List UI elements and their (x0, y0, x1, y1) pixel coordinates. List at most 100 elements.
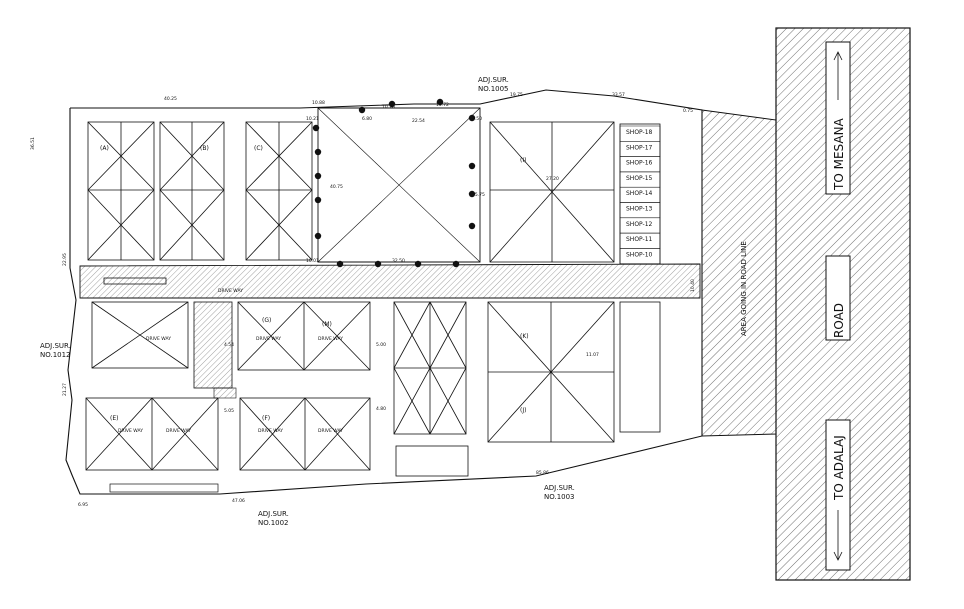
dimension-west: 36.51 (30, 137, 36, 150)
dimension-center: 32.50 (392, 258, 405, 264)
internal-road (79, 263, 701, 299)
block-center-bottom (393, 301, 469, 477)
adjacent-survey-southeast: NO.1003 (544, 493, 575, 501)
tree-icon (314, 196, 322, 204)
driveway-label: DRIVE WAY (318, 428, 343, 434)
dimension-plot: 15.75 (472, 192, 485, 198)
dimension-south: 47.06 (232, 498, 245, 504)
driveway-label: DRIVE WAY (256, 336, 281, 342)
adjacent-survey-south: NO.1002 (258, 519, 289, 527)
shop-label: SHOP-10 (626, 251, 653, 258)
tree-icon (336, 260, 344, 268)
unit-letter: (M) (322, 321, 332, 328)
tree-icon (414, 260, 422, 268)
adjacent-survey-west: NO.1012 (40, 351, 71, 359)
dimension-north: 40.25 (164, 96, 177, 102)
tree-icon (314, 232, 322, 240)
adjacent-survey-southeast: ADJ.SUR. (544, 484, 575, 492)
unit-letter: (F) (262, 415, 270, 422)
tree-icon (388, 100, 396, 108)
dimension-west: 22.95 (62, 253, 68, 266)
dimension-north: 10.70 (382, 104, 395, 110)
driveway-label: DRIVE WAY (166, 428, 191, 434)
shop-label: SHOP-14 (626, 190, 653, 197)
adjacent-survey-north: ADJ.SUR. (478, 76, 509, 84)
tree-icon (436, 98, 444, 106)
dimension-west: 21.27 (62, 383, 68, 396)
driveway-label: DRIVE WAY (146, 336, 171, 342)
entry-box-1 (103, 277, 167, 285)
unit-letter: (J) (520, 407, 526, 414)
road-setback-label: AREA GOING IN ROAD LINE (740, 241, 748, 336)
tree-icon (312, 124, 320, 132)
dimension-north: 10.88 (312, 100, 325, 106)
block-bottom-left (85, 301, 219, 471)
tree-icon (452, 260, 460, 268)
road-to-north-label: TO MESANA (832, 117, 846, 191)
driveway-label: DRIVE WAY (218, 288, 243, 294)
shop-label: SHOP-11 (626, 236, 653, 243)
shop-label: SHOP-18 (626, 129, 653, 136)
shop-label: SHOP-17 (626, 144, 653, 151)
dimension-north: 0.75 (683, 108, 693, 114)
dimension-plot: 10.21 (306, 116, 319, 122)
dimension-plot: 8.50 (472, 116, 482, 122)
unit-letter: (C) (254, 145, 263, 152)
site-boundary (65, 89, 703, 495)
shop-label: SHOP-13 (626, 206, 653, 213)
road-label-box-middle (825, 255, 851, 341)
tree-icon (468, 190, 476, 198)
arrow-south-head (833, 551, 843, 561)
dimension-south: 6.95 (78, 502, 88, 508)
shop-label: SHOP-12 (626, 221, 653, 228)
adjacent-survey-north: NO.1005 (478, 85, 509, 93)
unit-letter: (G) (262, 317, 271, 324)
trees (312, 98, 476, 268)
shop-label: SHOP-15 (626, 175, 653, 182)
driveway-label: DRIVE WAY (318, 336, 343, 342)
entry-box-2 (109, 483, 219, 493)
dimension-north: 6.80 (362, 116, 372, 122)
unit-letter: (E) (110, 415, 118, 422)
unit-letter: (A) (100, 145, 109, 152)
dimension-plot: 4.80 (376, 406, 386, 412)
dimension-plot: 11.07 (586, 352, 599, 358)
tree-icon (314, 172, 322, 180)
block-bottom-right (487, 301, 661, 443)
dimension-north: 19.75 (510, 92, 523, 98)
adjacent-survey-west: ADJ.SUR. (40, 342, 71, 350)
road-vertical-strip (193, 301, 233, 389)
shop-label: SHOP-16 (626, 160, 653, 167)
road-setback-strip (701, 109, 777, 437)
unit-letter: (B) (200, 145, 209, 152)
unit-letter: (I) (520, 157, 526, 164)
tree-icon (358, 106, 366, 114)
block-bottom-middle (237, 301, 371, 471)
dimension-plot: 5.00 (376, 342, 386, 348)
dimension-plot: 40.75 (330, 184, 343, 190)
road-to-south-label: TO ADALAJ (832, 435, 846, 501)
dimension-plot: 10.01 (306, 258, 319, 264)
unit-letter: (K) (520, 333, 529, 340)
arrow-north-head (833, 51, 843, 61)
tree-icon (468, 162, 476, 170)
tree-icon (314, 148, 322, 156)
shop-unit (619, 248, 661, 264)
dimension-north: 33.57 (612, 92, 625, 98)
block-top-left (87, 121, 313, 261)
dimension-road: 10.40 (690, 279, 696, 292)
adjacent-survey-south: ADJ.SUR. (258, 510, 289, 518)
tree-icon (468, 222, 476, 230)
tree-icon (468, 114, 476, 122)
road-middle-label: ROAD (832, 303, 846, 338)
tree-icon (374, 260, 382, 268)
driveway-label: DRIVE WAY (118, 428, 143, 434)
road-bottom-strip (213, 387, 237, 399)
dimension-south: 85.86 (536, 470, 549, 476)
dimension-plot: 5.05 (224, 408, 234, 414)
dimension-north: 10.72 (436, 102, 449, 108)
dimension-plot: 27.20 (546, 176, 559, 182)
driveway-label: DRIVE WAY (258, 428, 283, 434)
dimension-plot: 4.54 (224, 342, 234, 348)
